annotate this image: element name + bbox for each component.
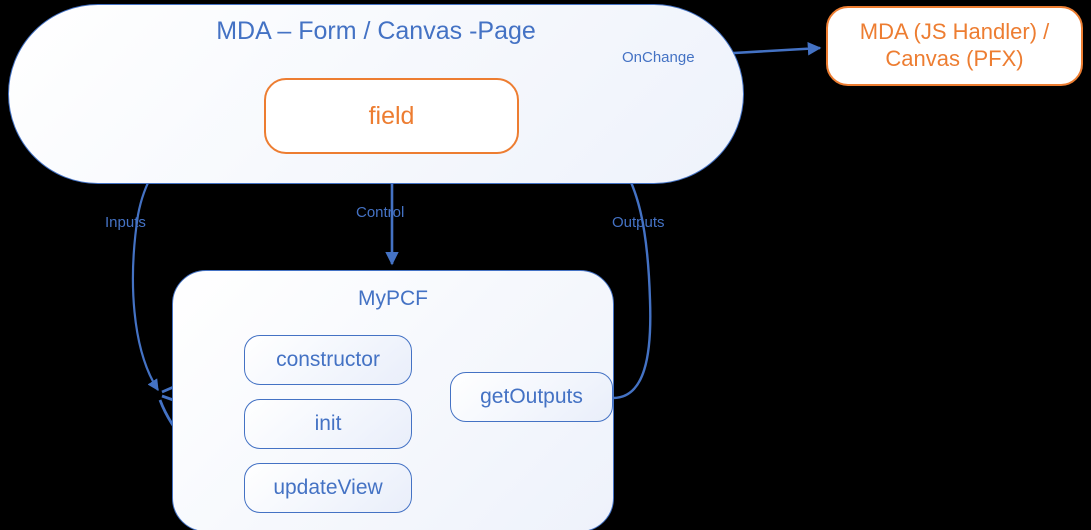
node-mda-js-handler-canvas-pfx[interactable]: MDA (JS Handler) / Canvas (PFX) — [826, 6, 1083, 86]
edge-label-inputs: Inputs — [105, 214, 146, 231]
node-init[interactable]: init — [244, 399, 412, 449]
node-updateview[interactable]: updateView — [244, 463, 412, 513]
node-init-label: init — [314, 412, 342, 435]
node-field-label: field — [368, 101, 415, 130]
node-getoutputs[interactable]: getOutputs — [450, 372, 613, 422]
node-getoutputs-label: getOutputs — [480, 385, 583, 408]
container-mypcf-title: MyPCF — [358, 287, 428, 310]
edge-label-onchange: OnChange — [622, 49, 695, 66]
node-handler-label-line2: Canvas (PFX) — [885, 46, 1024, 71]
edge-label-control: Control — [356, 204, 405, 221]
node-constructor-label: constructor — [276, 348, 380, 371]
node-field[interactable]: field — [264, 78, 519, 154]
node-constructor[interactable]: constructor — [244, 335, 412, 385]
node-updateview-label: updateView — [273, 476, 383, 499]
edge-label-outputs: Outputs — [612, 214, 665, 231]
container-mda-title: MDA – Form / Canvas -Page — [216, 17, 536, 45]
node-handler-label-line1: MDA (JS Handler) / — [859, 19, 1050, 45]
